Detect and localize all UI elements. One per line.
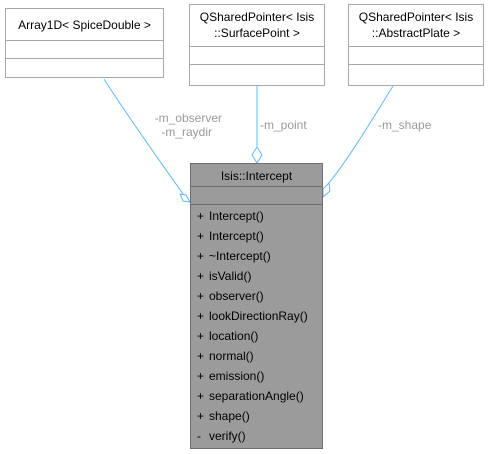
method-shape-label[interactable]: shape(): [209, 409, 250, 423]
method-visibility: +: [197, 289, 204, 303]
method-visibility: +: [197, 329, 204, 343]
method-visibility: +: [197, 349, 204, 363]
method-visibility: +: [197, 209, 204, 223]
class-box-intercept[interactable]: Isis::Intercept +Intercept()+Intercept()…: [190, 163, 323, 449]
class-box-array1d[interactable]: Array1D< SpiceDouble >: [5, 8, 164, 78]
method-visibility: +: [197, 389, 204, 403]
method-visibility: +: [197, 249, 204, 263]
class-title-array1d: Array1D< SpiceDouble >: [18, 18, 151, 32]
edge-point: [251, 86, 263, 164]
method-location-label[interactable]: location(): [209, 329, 258, 343]
method-normal-label[interactable]: normal(): [209, 349, 254, 363]
class-box-abstract-plate[interactable]: QSharedPointer< Isis ::AbstractPlate >: [348, 4, 484, 86]
edge-label-point: -m_point: [260, 118, 307, 132]
method-observer-label[interactable]: observer(): [209, 289, 264, 303]
edge-observer: [103, 78, 191, 203]
method-emission-label[interactable]: emission(): [209, 369, 264, 383]
method-visibility: +: [197, 309, 204, 323]
class-title-intercept: Isis::Intercept: [221, 169, 293, 183]
method-intercept-label[interactable]: ~Intercept(): [209, 249, 271, 263]
method-lookdirectionray-label[interactable]: lookDirectionRay(): [209, 309, 308, 323]
edge-label-shape: -m_shape: [378, 118, 432, 132]
method-isvalid-label[interactable]: isValid(): [209, 269, 251, 283]
method-visibility: -: [197, 429, 201, 443]
method-visibility: +: [197, 409, 204, 423]
class-title-surface-point-line1: QSharedPointer< Isis: [200, 10, 314, 24]
method-list: + Intercept() + Intercept() + ~Intercept() + is…: [197, 209, 308, 443]
method-visibility: +: [197, 369, 204, 383]
method-intercept-label[interactable]: Intercept(): [209, 209, 264, 223]
edge-label-observer: -m_observer: [155, 111, 222, 125]
method-verify-label[interactable]: verify(): [209, 429, 246, 443]
class-title-abstract-plate-line2: ::AbstractPlate >: [372, 26, 460, 40]
method-separationangle-label[interactable]: separationAngle(): [209, 389, 304, 403]
edge-shape: [322, 85, 394, 199]
class-box-surface-point[interactable]: QSharedPointer< Isis ::SurfacePoint >: [189, 4, 325, 86]
class-title-surface-point-line2: ::SurfacePoint >: [214, 26, 300, 40]
edge-label-raydir: -m_raydir: [161, 125, 212, 139]
method-visibility: +: [197, 269, 204, 283]
method-intercept-label[interactable]: Intercept(): [209, 229, 264, 243]
class-title-abstract-plate-line1: QSharedPointer< Isis: [359, 10, 473, 24]
method-visibility: +: [197, 229, 204, 243]
